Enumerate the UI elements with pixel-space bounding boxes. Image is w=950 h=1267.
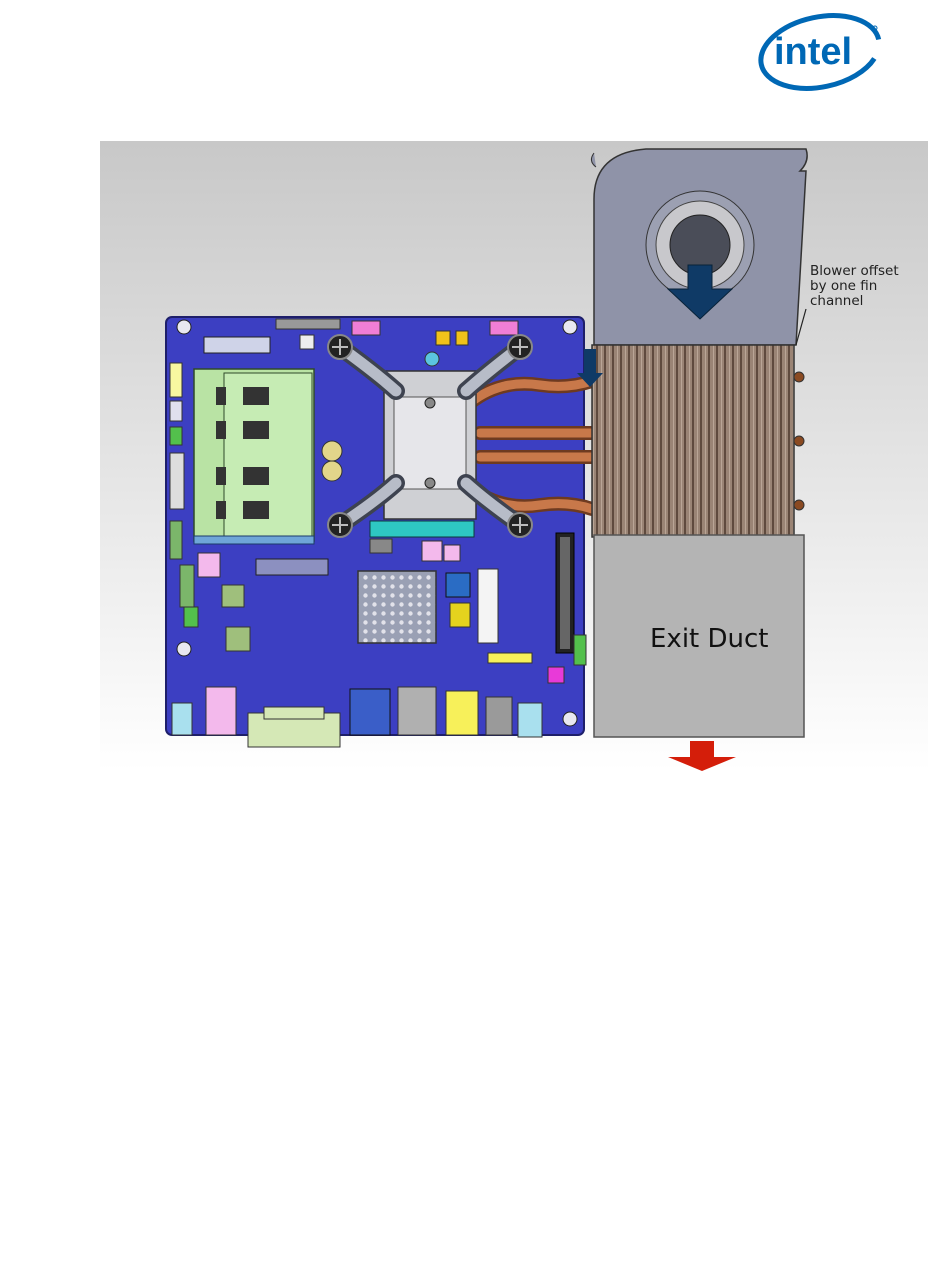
thermal-solution-figure	[100, 141, 928, 771]
callout-line: by one fin	[810, 279, 899, 294]
chipset-package	[358, 571, 436, 643]
exit-duct-label: Exit Duct	[650, 624, 769, 654]
heatsink-fins	[592, 345, 794, 537]
callout-line: channel	[810, 294, 899, 309]
memory-modules	[194, 369, 314, 544]
blower-offset-callout: Blower offset by one fin channel	[810, 264, 899, 309]
callout-line: Blower offset	[810, 264, 899, 279]
intel-logo-wordmark: intel	[774, 31, 852, 73]
intel-logo: intel	[756, 6, 888, 94]
